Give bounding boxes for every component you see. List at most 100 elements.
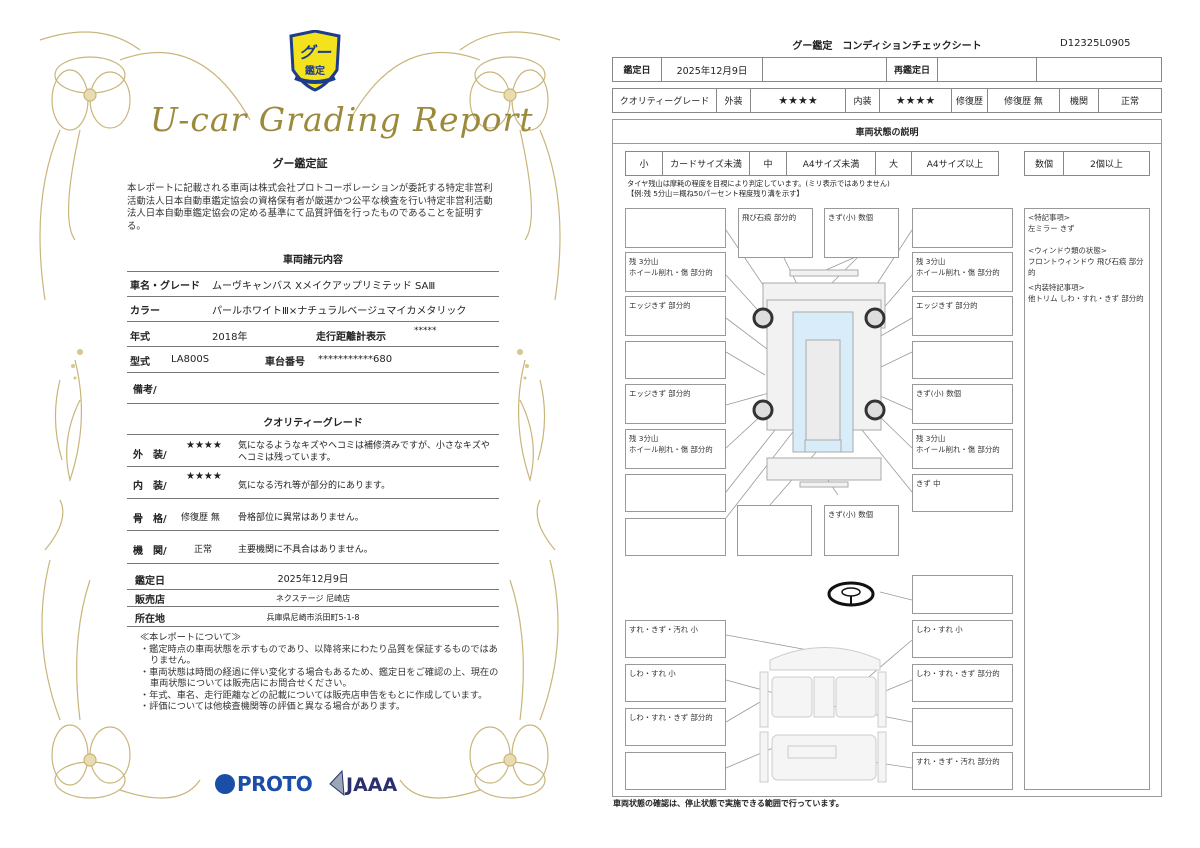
name-grade-value: ムーヴキャンバス Xメイクアップリミテッド SAⅢ — [212, 281, 436, 292]
address-value: 兵庫県尼崎市浜田町5-1-8 — [266, 613, 360, 622]
divider — [127, 626, 499, 627]
inspection-date-label: 鑑定日 — [612, 57, 662, 82]
model-label: 型式 — [130, 357, 150, 368]
damage-box-right-1 — [912, 208, 1013, 248]
damage-box-left-8 — [625, 518, 726, 556]
damage-box-right-front-tire: 残 3分山 ホイール削れ・傷 部分的 — [912, 252, 1013, 292]
interior-stars: ★★★★ — [186, 471, 222, 482]
legend-count-desc: 2個以上 — [1063, 151, 1150, 176]
proto-logo: PROTO — [215, 772, 313, 796]
engine-value: 正常 — [1098, 88, 1162, 113]
interior-notes-title: <内装特記事項> — [1028, 283, 1085, 292]
svg-text:鑑定: 鑑定 — [305, 64, 325, 77]
interior-label: 内装 — [845, 88, 880, 113]
certificate-intro: 本レポートに記載される車両は株式会社プロトコーポレーションが委託する特定非営利活… — [127, 183, 493, 232]
chassis-label: 車台番号 — [265, 357, 305, 368]
exterior-desc: 気になるようなキズやヘコミは補修済みですが、小さなキズやヘコミは残っています。 — [238, 441, 490, 463]
window-notes-value: フロントウィンドウ 飛び石痕 部分的 — [1028, 257, 1144, 277]
special-notes-title: <特記事項> — [1028, 213, 1070, 222]
divider — [127, 466, 499, 467]
goo-kantei-badge-icon: グー 鑑定 — [289, 30, 341, 92]
remarks-label: 備考/ — [133, 385, 157, 396]
grading-certificate: グー 鑑定 U-car Grading Report グー鑑定証 本レポートに記… — [39, 30, 561, 799]
special-notes-value: 左ミラー きず — [1028, 224, 1075, 233]
damage-box-left-rear-tire: 残 3分山 ホイール削れ・傷 部分的 — [625, 429, 726, 469]
legend-small-key: 小 — [625, 151, 663, 176]
dealer-label: 販売店 — [135, 595, 165, 606]
repair-value: 修復歴 無 — [987, 88, 1060, 113]
certificate-subtitle: グー鑑定証 — [272, 157, 328, 170]
steering-box — [912, 575, 1013, 614]
interior-stars: ★★★★ — [879, 88, 952, 113]
damage-box-left-5: エッジきず 部分的 — [625, 384, 726, 424]
divider — [127, 530, 499, 531]
reinspection-value — [937, 57, 1037, 82]
chassis-value: ***********680 — [318, 354, 393, 365]
divider — [127, 403, 499, 404]
legend-large-desc: A4サイズ以上 — [911, 151, 999, 176]
color-value: パールホワイトⅢ×ナチュラルベージュマイカメタリック — [212, 306, 467, 317]
blank-cell — [762, 57, 887, 82]
sheet-code: D12325L0905 — [1060, 38, 1131, 49]
svg-text:グー: グー — [299, 43, 332, 62]
inspection-date-label: 鑑定日 — [135, 576, 165, 587]
damage-box-top-1: 飛び石痕 部分的 — [738, 208, 813, 258]
interior-box-left-1: すれ・きず・汚れ 小 — [625, 620, 726, 658]
mileage-value: ***** — [414, 326, 437, 336]
engine-label: 機関 — [1059, 88, 1099, 113]
quality-label: クオリティーグレード — [612, 88, 717, 113]
mileage-label: 走行距離計表示 — [316, 332, 386, 343]
exterior-stars: ★★★★ — [750, 88, 846, 113]
note-item: ・年式、車名、走行距離などの記載については販売店申告をもとに作成しています。 — [140, 689, 488, 701]
interior-box-left-3: しわ・すれ・きず 部分的 — [625, 708, 726, 746]
damage-box-left-front-tire: 残 3分山 ホイール削れ・傷 部分的 — [625, 252, 726, 292]
legend-large-key: 大 — [875, 151, 912, 176]
damage-box-right-7: きず 中 — [912, 474, 1013, 512]
exterior-label: 外 装/ — [133, 450, 167, 461]
blank-cell — [1036, 57, 1162, 82]
divider — [127, 434, 499, 435]
condition-title: 車両状態の説明 — [612, 119, 1162, 144]
model-value: LA800S — [171, 354, 210, 365]
frame-desc: 骨格部位に異常はありません。 — [238, 513, 364, 523]
divider — [127, 271, 499, 272]
damage-box-right-4 — [912, 341, 1013, 379]
frame-label: 骨 格/ — [133, 514, 167, 525]
damage-box-left-1 — [625, 208, 726, 248]
jaaa-logo: JAAA — [328, 769, 397, 797]
proto-mark-icon — [215, 774, 235, 794]
interior-box-left-4 — [625, 752, 726, 790]
tire-note-1: タイヤ残山は摩耗の程度を目視により判定しています。(ミリ表示ではありません) — [627, 179, 890, 188]
inspection-date-value: 2025年12月9日 — [661, 57, 763, 82]
exterior-label: 外装 — [716, 88, 751, 113]
repair-label: 修復歴 — [951, 88, 988, 113]
engine-label: 機 関/ — [133, 546, 167, 557]
interior-box-left-2: しわ・すれ 小 — [625, 664, 726, 702]
notes-title: ≪本レポートについて≫ — [140, 632, 241, 643]
inspection-date-value: 2025年12月9日 — [277, 574, 349, 585]
interior-box-right-2: しわ・すれ・きず 部分的 — [912, 664, 1013, 702]
damage-box-left-3: エッジきず 部分的 — [625, 296, 726, 336]
interior-box-right-1: しわ・すれ 小 — [912, 620, 1013, 658]
tire-note-2: 【例:残 5分山＝概ね50パーセント程度残り溝を示す】 — [627, 189, 804, 198]
year-label: 年式 — [130, 332, 150, 343]
interior-notes-value: 他トリム しわ・すれ・きず 部分的 — [1028, 294, 1144, 303]
damage-box-right-rear-tire: 残 3分山 ホイール削れ・傷 部分的 — [912, 429, 1013, 469]
damage-box-left-7 — [625, 474, 726, 512]
divider — [127, 372, 499, 373]
divider — [127, 589, 499, 590]
legend-small-desc: カードサイズ未満 — [662, 151, 750, 176]
frame-value: 修復歴 無 — [181, 513, 220, 523]
engine-desc: 主要機関に不具合はありません。 — [238, 545, 373, 555]
note-item: ・評価については他検査機関等の評価と異なる場合があります。 — [140, 701, 406, 712]
divider — [127, 346, 499, 347]
divider — [127, 498, 499, 499]
damage-box-right-3: エッジきず 部分的 — [912, 296, 1013, 336]
legend-medium-key: 中 — [749, 151, 787, 176]
sheet-title: グー鑑定 コンディションチェックシート — [792, 41, 982, 52]
address-label: 所在地 — [135, 614, 165, 625]
interior-label: 内 装/ — [133, 481, 167, 492]
exterior-stars: ★★★★ — [186, 440, 222, 451]
damage-box-left-4 — [625, 341, 726, 379]
legend-count-key: 数個 — [1024, 151, 1064, 176]
